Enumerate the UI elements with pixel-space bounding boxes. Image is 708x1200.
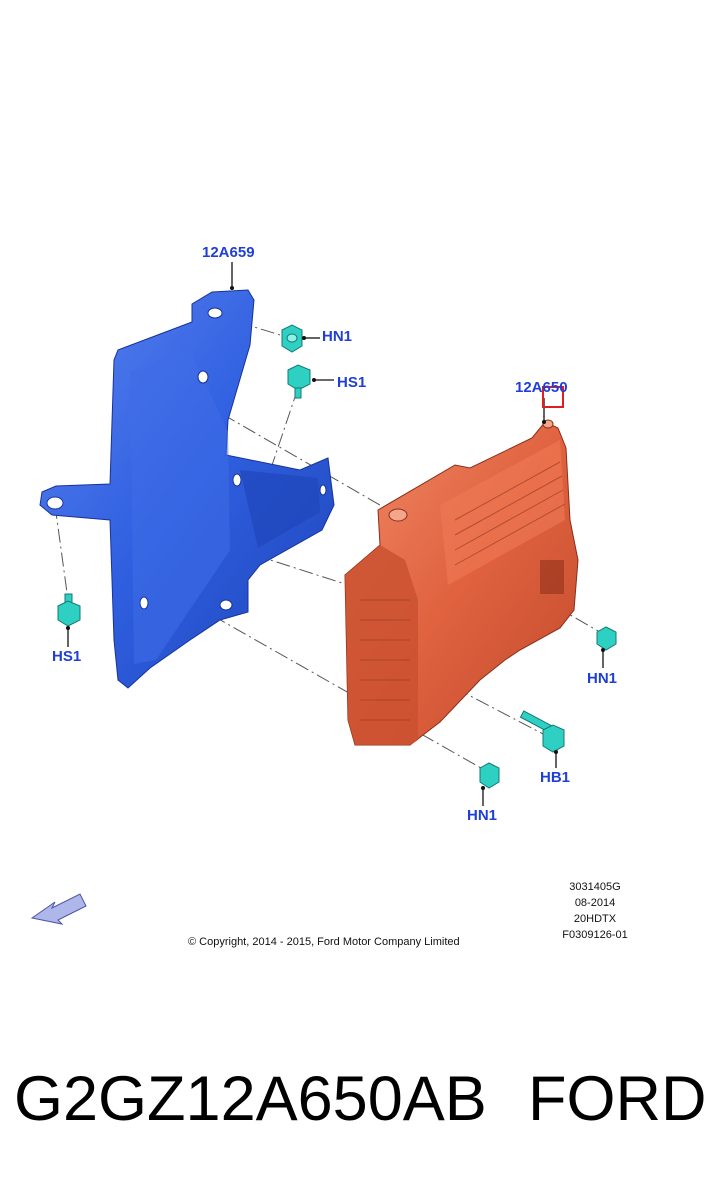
bolt-hb1-icon <box>519 710 565 753</box>
part-number: G2GZ12A650AB <box>14 1064 487 1134</box>
callout-hb1: HB1 <box>540 769 571 786</box>
fasteners <box>57 324 617 789</box>
callout-hs1-left: HS1 <box>52 648 82 665</box>
meta-date: 08-2014 <box>574 897 616 909</box>
nut-hn1-right-icon <box>596 626 617 651</box>
exploded-parts-diagram <box>30 262 617 925</box>
callout-bracket-label: 12A659 <box>202 244 255 261</box>
control-module-12a650 <box>344 419 579 746</box>
screw-hs1-left-icon <box>57 593 81 627</box>
callout-hn1-right: HN1 <box>587 670 618 687</box>
highlight-box <box>542 386 564 408</box>
meta-figure: F0309126-01 <box>562 929 628 941</box>
callout-hs1-top: HS1 <box>337 374 367 391</box>
meta-ref: 3031405G <box>569 881 621 893</box>
brand-name: FORD <box>528 1064 707 1134</box>
callout-module-label: 12A650 <box>515 379 568 396</box>
bracket-12a659 <box>39 289 335 689</box>
figure-metadata: 3031405G 08-2014 20HDTX F0309126-01 <box>540 879 650 943</box>
nut-hn1-bottom-icon <box>479 762 500 789</box>
callout-hn1-top: HN1 <box>322 328 353 345</box>
meta-code: 20HDTX <box>573 913 617 925</box>
screw-hs1-top-icon <box>287 364 311 399</box>
callout-hn1-bottom: HN1 <box>467 807 498 824</box>
nut-hn1-top-icon <box>281 324 303 353</box>
direction-arrow-icon <box>30 893 87 925</box>
copyright-notice: © Copyright, 2014 - 2015, Ford Motor Com… <box>188 936 460 948</box>
